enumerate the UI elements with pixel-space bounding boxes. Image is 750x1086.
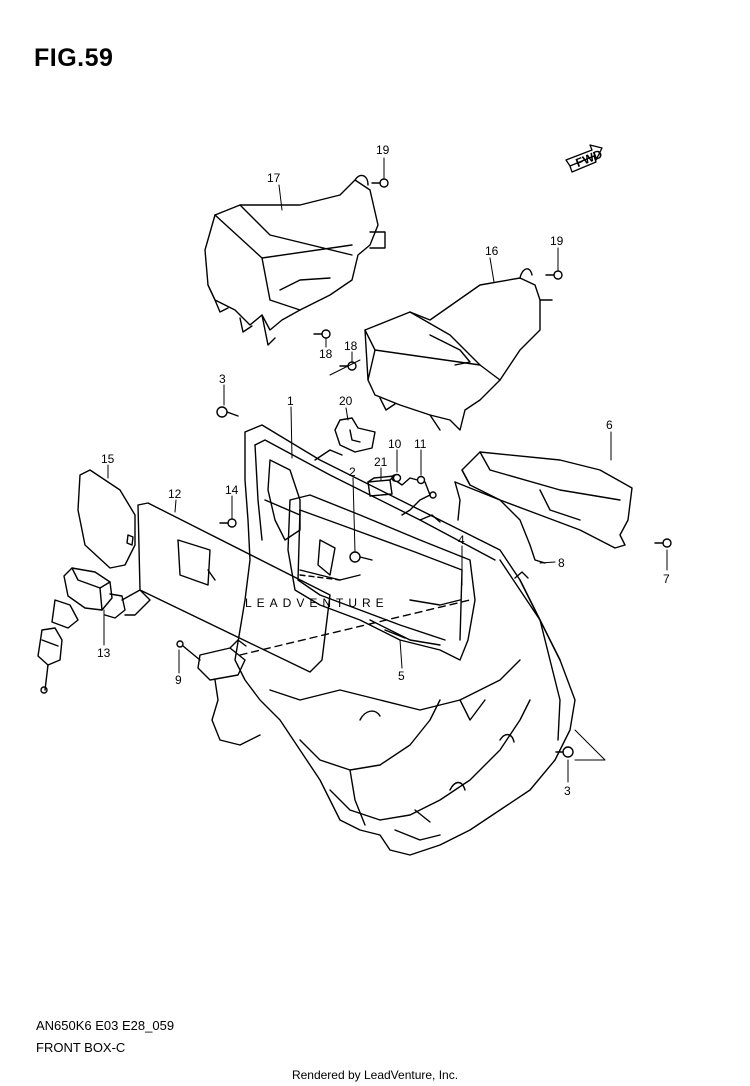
screw-3a <box>216 406 239 418</box>
part-9-hinge <box>197 639 261 746</box>
callout-3-bottom: 3 <box>564 784 571 798</box>
fwd-arrow-icon <box>565 144 603 173</box>
callout-18-right: 18 <box>344 339 358 353</box>
callout-9: 9 <box>175 673 182 687</box>
assembly-line <box>239 599 471 656</box>
callout-15: 15 <box>101 452 115 466</box>
part-8-wire <box>454 481 546 564</box>
callout-12: 12 <box>168 487 182 501</box>
callout-2: 2 <box>349 465 356 479</box>
callout-1: 1 <box>287 394 294 408</box>
part-17-left-duct <box>204 174 386 346</box>
callout-17: 17 <box>267 171 281 185</box>
callout-labels: 1 2 3 3 4 5 6 7 8 9 10 11 12 13 14 15 16… <box>97 143 670 798</box>
nut-10 <box>392 473 402 483</box>
part-13-lock-assembly <box>37 567 151 694</box>
screw-18a <box>313 329 331 339</box>
bolt-9 <box>176 640 201 661</box>
screw-18b <box>339 361 357 371</box>
callout-19-right: 19 <box>550 234 564 248</box>
callout-11: 11 <box>414 437 427 451</box>
callout-4: 4 <box>458 533 465 547</box>
part-16-right-duct <box>364 268 553 431</box>
part-6-right-tray <box>461 451 633 549</box>
bolt-19a <box>371 178 389 188</box>
part-15-cover <box>77 469 136 569</box>
callout-10: 10 <box>388 437 402 451</box>
callout-13: 13 <box>97 646 111 660</box>
model-code: AN650K6 E03 E28_059 <box>36 1018 175 1033</box>
callout-14: 14 <box>225 483 239 497</box>
callout-leaders <box>103 157 668 783</box>
callout-21: 21 <box>374 455 388 469</box>
part-5-seal <box>369 619 441 646</box>
callout-19-left: 19 <box>376 143 390 157</box>
screw-3b <box>555 746 574 758</box>
callout-6: 6 <box>606 418 613 432</box>
part-12-front-panel <box>137 502 331 673</box>
bolt-2 <box>349 551 373 563</box>
part-20-bracket <box>334 417 376 453</box>
screw-14 <box>219 518 237 528</box>
figure-title: FIG.59 <box>34 44 114 72</box>
bolt-19b <box>545 270 563 280</box>
screw-11 <box>416 475 426 485</box>
callout-18-left: 18 <box>319 347 333 361</box>
screw-7 <box>654 538 672 548</box>
fwd-label: FWD <box>574 147 605 170</box>
rendered-by-credit: Rendered by LeadVenture, Inc. <box>291 1068 459 1082</box>
callout-5: 5 <box>398 669 405 683</box>
callout-16: 16 <box>485 244 499 258</box>
callout-3-top: 3 <box>219 372 226 386</box>
callout-8: 8 <box>558 556 565 570</box>
part-1-front-box <box>234 424 576 856</box>
watermark-text: LEADVENTURE <box>245 596 389 610</box>
part-4-inner-lid <box>287 494 476 661</box>
callout-20: 20 <box>339 394 353 408</box>
fasteners <box>176 178 672 758</box>
section-name: FRONT BOX-C <box>36 1040 126 1055</box>
callout-7: 7 <box>663 572 670 586</box>
